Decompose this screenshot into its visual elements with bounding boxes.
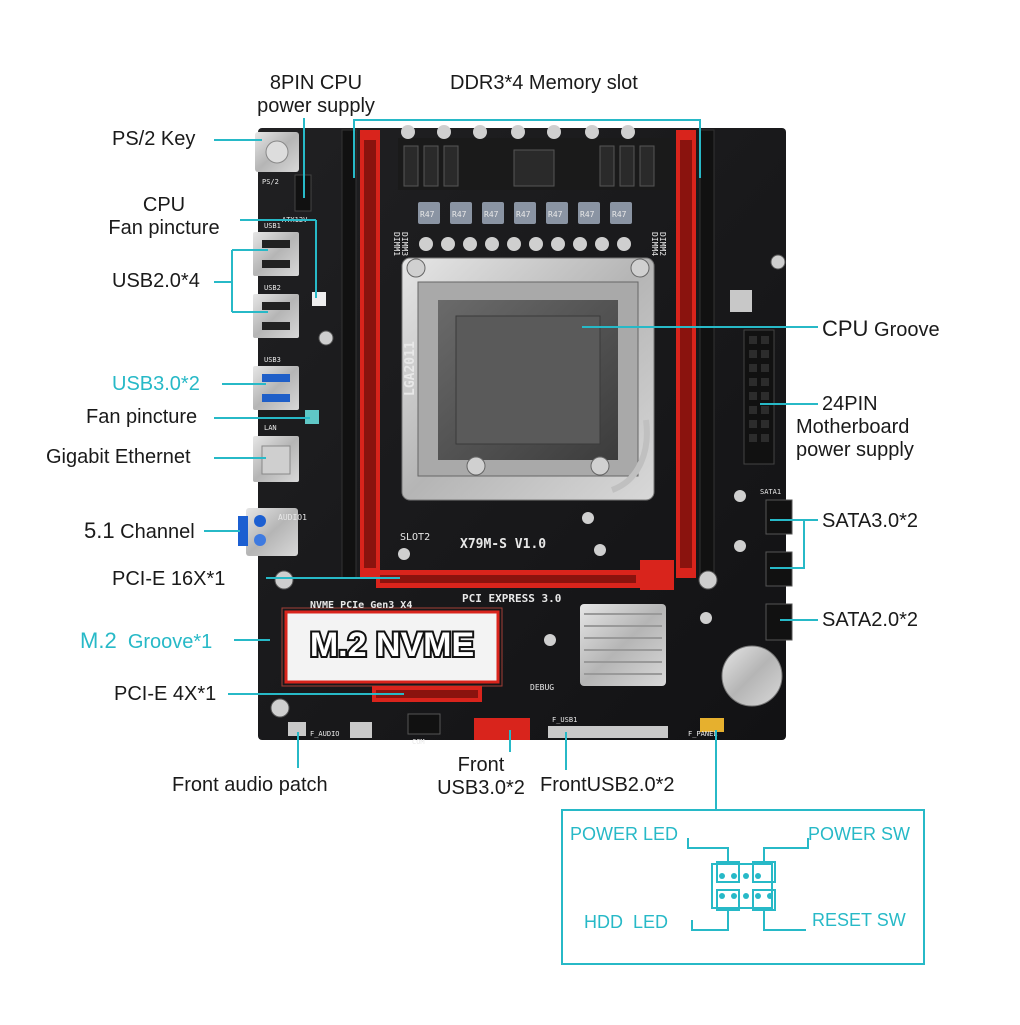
- svg-text:R47: R47: [420, 210, 435, 219]
- front-usb2-header: [548, 726, 668, 738]
- power-led-label: POWER LED: [570, 824, 679, 844]
- cpu-socket: [401, 257, 655, 501]
- board-dimm1-label: DIMM1: [392, 232, 401, 256]
- sata30-label: SATA3.0*2: [822, 510, 918, 532]
- pcie4-label: PCI-E 4X*1: [114, 683, 217, 705]
- svg-text:R47: R47: [484, 210, 499, 219]
- board-fpanel-label: F_PANEL: [688, 730, 718, 738]
- front-audio-header: [288, 722, 306, 736]
- choke-labels: R47 R47 R47 R47 R47 R47 R47: [420, 210, 627, 219]
- board-fusb-label: F_USB1: [552, 716, 577, 724]
- cpu-power-label-line1: 8PIN CPU: [269, 72, 363, 94]
- sys-fan-header: [305, 410, 319, 424]
- front-panel-header: [700, 718, 724, 732]
- dimm-slot-1: [341, 129, 357, 579]
- ps2-key-label: PS/2 Key: [112, 128, 196, 150]
- usb20-label: USB2.0*4: [112, 270, 200, 292]
- front-usb30-label: Front USB3.0*2: [426, 754, 536, 800]
- board-usb3-label: USB3: [264, 356, 281, 364]
- usb3-port-stack: [253, 366, 299, 410]
- board-socket-label: LGA2011: [403, 341, 418, 396]
- board-dimm4-label: DIMM4: [650, 232, 659, 256]
- sata2-ports: [765, 603, 793, 641]
- memory-slot-label: DDR3*4 Memory slot: [450, 72, 638, 94]
- m2-slot: [284, 610, 500, 684]
- callout-lines: [204, 118, 818, 810]
- cpu-groove-suffix: Groove: [874, 319, 940, 341]
- board-slot2-label: SLOT2: [400, 532, 430, 543]
- m2-prefix: M.2: [80, 628, 117, 653]
- gigabit-ethernet-label: Gigabit Ethernet: [46, 446, 191, 468]
- board-dimm2-label: DIMM2: [658, 232, 667, 256]
- pcie16-label: PCI-E 16X*1: [112, 568, 226, 590]
- sata3-port-1: [765, 499, 793, 535]
- board-lan-label: LAN: [264, 424, 277, 432]
- fan-pincture-label: Fan pincture: [86, 406, 198, 428]
- atx24-line2: Motherboard: [796, 416, 910, 438]
- board-faudio-label: F_AUDIO: [310, 730, 340, 738]
- board-debug-label: DEBUG: [530, 683, 554, 692]
- cpu-fan-label-line2: Fan pincture: [108, 217, 220, 239]
- atx24-line3: power supply: [796, 439, 914, 461]
- board-usb1-label: USB1: [264, 222, 281, 230]
- front-usb30-line2: USB3.0*2: [437, 777, 525, 799]
- cpu-fan-label: CPU Fan pincture: [98, 194, 230, 240]
- usb30-label: USB3.0*2: [112, 373, 200, 395]
- board-audio-label: AUDIO1: [278, 513, 307, 522]
- chipset-heatsink: [580, 604, 666, 686]
- channel-51-prefix: 5.1: [84, 518, 115, 543]
- board-ps2-label: PS/2: [262, 178, 279, 186]
- front-usb30-line1: Front: [457, 754, 505, 776]
- channel-51-suffix: Channel: [120, 521, 195, 543]
- svg-text:R47: R47: [452, 210, 467, 219]
- cpu-power-label-line2: power supply: [257, 95, 375, 117]
- atx24-label: 24PIN Motherboard power supply: [796, 393, 914, 462]
- svg-text:R47: R47: [612, 210, 627, 219]
- board-com-label: COM: [412, 738, 425, 746]
- front-usb3-header: [474, 718, 530, 740]
- dimm-slot-2: [699, 129, 715, 579]
- reset-sw-label: RESET SW: [812, 910, 906, 930]
- svg-text:R47: R47: [580, 210, 595, 219]
- usb2-port-stack-1: [253, 232, 299, 276]
- m2-groove-label: M.2 Groove*1: [80, 628, 212, 654]
- board-model-label: X79M-S V1.0: [460, 537, 546, 552]
- svg-text:R47: R47: [548, 210, 563, 219]
- channel-51-label: 5.1 Channel: [84, 518, 195, 544]
- cmos-battery: [721, 645, 783, 707]
- svg-text:R47: R47: [516, 210, 531, 219]
- board-pci-express-label: PCI EXPRESS 3.0: [462, 592, 561, 605]
- cpu-power-label: 8PIN CPU power supply: [236, 72, 396, 118]
- atx24-line1: 24PIN: [822, 393, 878, 415]
- power-sw-label: POWER SW: [808, 824, 910, 844]
- com-header: [407, 713, 441, 735]
- front-usb20-label: FrontUSB2.0*2: [540, 774, 675, 796]
- board-sata1-label: SATA1: [760, 488, 781, 496]
- front-audio-label: Front audio patch: [172, 774, 328, 796]
- board-usb2-label: USB2: [264, 284, 281, 292]
- board-nvme-silk: NVME PCIe Gen3 X4: [310, 600, 412, 611]
- cpu-groove-label: CPU Groove: [822, 316, 940, 342]
- front-panel-diagram: [561, 809, 925, 965]
- cpu-groove-prefix: CPU: [822, 316, 869, 341]
- hdd-led-label: HDD LED: [584, 912, 669, 932]
- usb2-port-stack-2: [253, 294, 299, 338]
- board-dimm3-label: DIMM3: [400, 232, 409, 256]
- atx-24pin-connector: [743, 329, 775, 465]
- cpu-fan-header: [312, 292, 326, 306]
- vrm-area: [398, 125, 670, 251]
- cpu-fan-label-line1: CPU: [142, 194, 186, 216]
- m2-nvme-banner-text: M.2 NVME: [310, 626, 474, 664]
- bios-chip: [730, 290, 752, 312]
- sata20-label: SATA2.0*2: [822, 609, 918, 631]
- m2-suffix: Groove*1: [127, 631, 213, 653]
